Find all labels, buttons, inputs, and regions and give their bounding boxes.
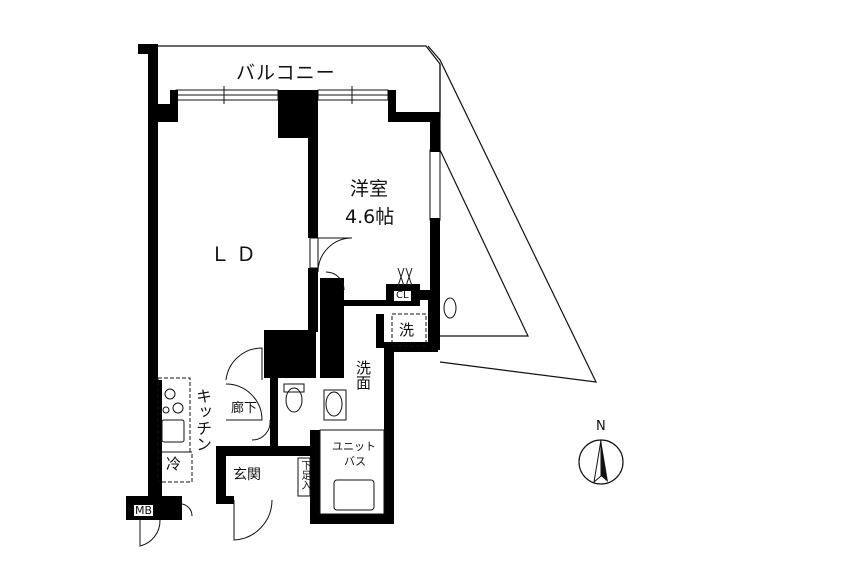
- ac-unit-icon: [443, 297, 457, 319]
- bathtub-icon: [333, 479, 375, 511]
- kitchen-label: キッチン: [193, 388, 212, 452]
- unit-bath-label-1: ユニット: [332, 440, 376, 453]
- shoe-storage-label: 下足入: [299, 460, 310, 490]
- refrigerator-box: [157, 451, 193, 483]
- refrigerator-label: 冷: [166, 455, 182, 473]
- washroom-label: 洗面: [354, 360, 372, 390]
- toilet-icon: [285, 387, 303, 413]
- door-swing-icon: [139, 237, 353, 547]
- stove-icon: [164, 388, 176, 400]
- balcony-label: バルコニー: [236, 62, 336, 84]
- western-room-size: 4.6帖: [345, 206, 395, 228]
- entrance-label: 玄関: [233, 467, 261, 483]
- north-label: N: [596, 419, 606, 434]
- washer-label: 洗: [399, 321, 415, 339]
- bath-fixtures: [283, 267, 457, 515]
- sink-icon: [161, 419, 185, 443]
- compass-icon: [578, 439, 624, 485]
- ld-label: ＬＤ: [210, 242, 262, 266]
- meter-box-label: MB: [134, 504, 154, 517]
- closet-label: CL: [394, 290, 411, 301]
- corridor-label: 廊下: [231, 401, 258, 416]
- unit-bath-label-2: バス: [344, 455, 366, 468]
- kitchen-fixtures: [157, 377, 193, 483]
- western-room-label: 洋室: [350, 178, 389, 200]
- balcony-outline: [158, 45, 598, 383]
